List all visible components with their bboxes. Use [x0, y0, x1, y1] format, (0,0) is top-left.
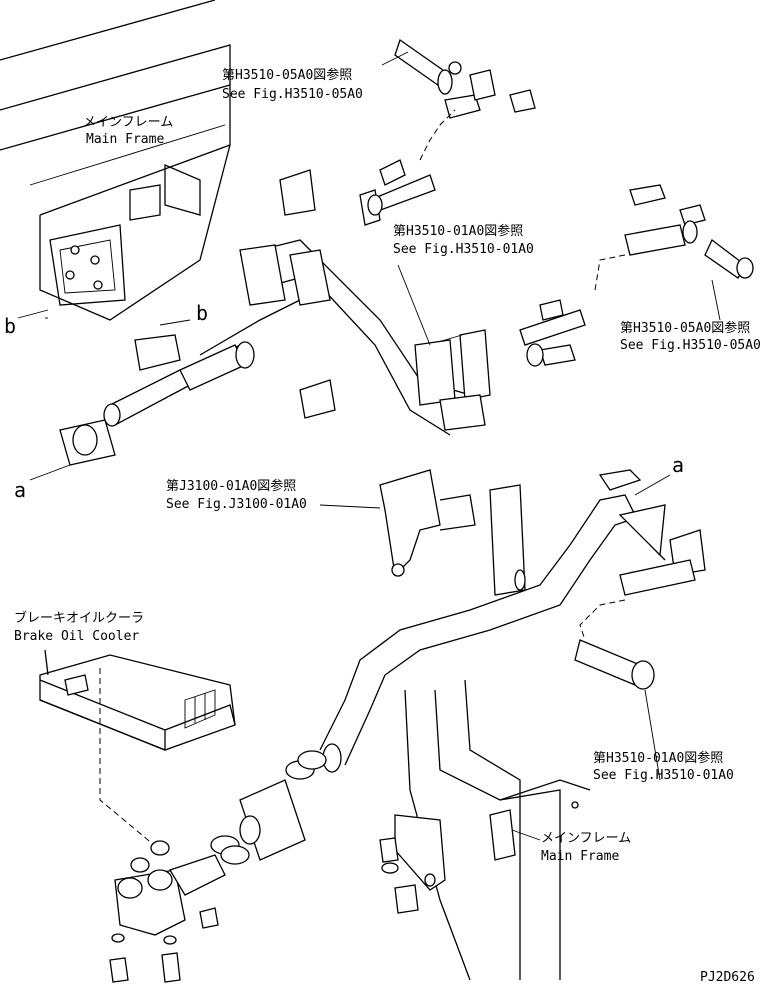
callout-j3100-ref: 第J3100-01A0図参照 See Fig.J3100-01A0 — [166, 478, 307, 512]
ref-j3100-jp: 第J3100-01A0図参照 — [166, 478, 296, 494]
main-frame-top-jp: メインフレーム — [83, 115, 173, 130]
top-fitting-group — [367, 38, 536, 216]
drawing-code: PJ2D626 — [700, 970, 755, 985]
marker-b-right: b — [196, 301, 208, 325]
ref-top-en: See Fig.H3510-05A0 — [222, 87, 363, 102]
marker-a-right: a — [672, 453, 684, 477]
callout-main-frame-bottom: メインフレーム Main Frame — [541, 831, 631, 864]
main-frame-lower — [379, 679, 591, 981]
ref-right-jp: 第H3510-05A0図参照 — [620, 320, 750, 336]
ref-mid-en: See Fig.H3510-01A0 — [393, 242, 534, 257]
callout-top-ref: 第H3510-05A0図参照 See Fig.H3510-05A0 — [222, 67, 363, 102]
elbow-fitting — [109, 840, 226, 983]
right-fitting-group — [519, 184, 754, 367]
ref-mid-jp: 第H3510-01A0図参照 — [393, 223, 523, 239]
main-frame-bottom-en: Main Frame — [541, 849, 619, 864]
ref-right-en: See Fig.H3510-05A0 — [620, 338, 761, 353]
main-frame-bottom-jp: メインフレーム — [541, 831, 631, 846]
ref-lower-jp: 第H3510-01A0図参照 — [593, 750, 723, 766]
main-frame-upper — [0, 0, 231, 321]
callout-mid-ref: 第H3510-01A0図参照 See Fig.H3510-01A0 — [393, 223, 534, 257]
exhaust-pipe-upper — [59, 169, 491, 466]
ref-top-jp: 第H3510-05A0図参照 — [222, 67, 352, 83]
leader-lines — [17, 51, 721, 841]
callout-main-frame-top: メインフレーム Main Frame — [83, 115, 173, 147]
exhaust-pipe-lower — [210, 469, 706, 865]
ref-j3100-en: See Fig.J3100-01A0 — [166, 497, 307, 512]
ref-lower-en: See Fig.H3510-01A0 — [593, 768, 734, 783]
marker-a-left: a — [14, 478, 26, 502]
callout-right-ref: 第H3510-05A0図参照 See Fig.H3510-05A0 — [620, 320, 761, 353]
main-frame-top-en: Main Frame — [86, 132, 164, 147]
brake-cooler-jp: ブレーキオイルクーラ — [14, 610, 144, 626]
bracket-j3100 — [379, 469, 476, 577]
brake-cooler-en: Brake Oil Cooler — [14, 629, 139, 644]
callout-lower-ref: 第H3510-01A0図参照 See Fig.H3510-01A0 — [593, 750, 734, 783]
callout-brake-oil-cooler: ブレーキオイルクーラ Brake Oil Cooler — [14, 610, 144, 644]
marker-b-left: b — [4, 314, 16, 338]
brake-oil-cooler — [39, 649, 236, 851]
